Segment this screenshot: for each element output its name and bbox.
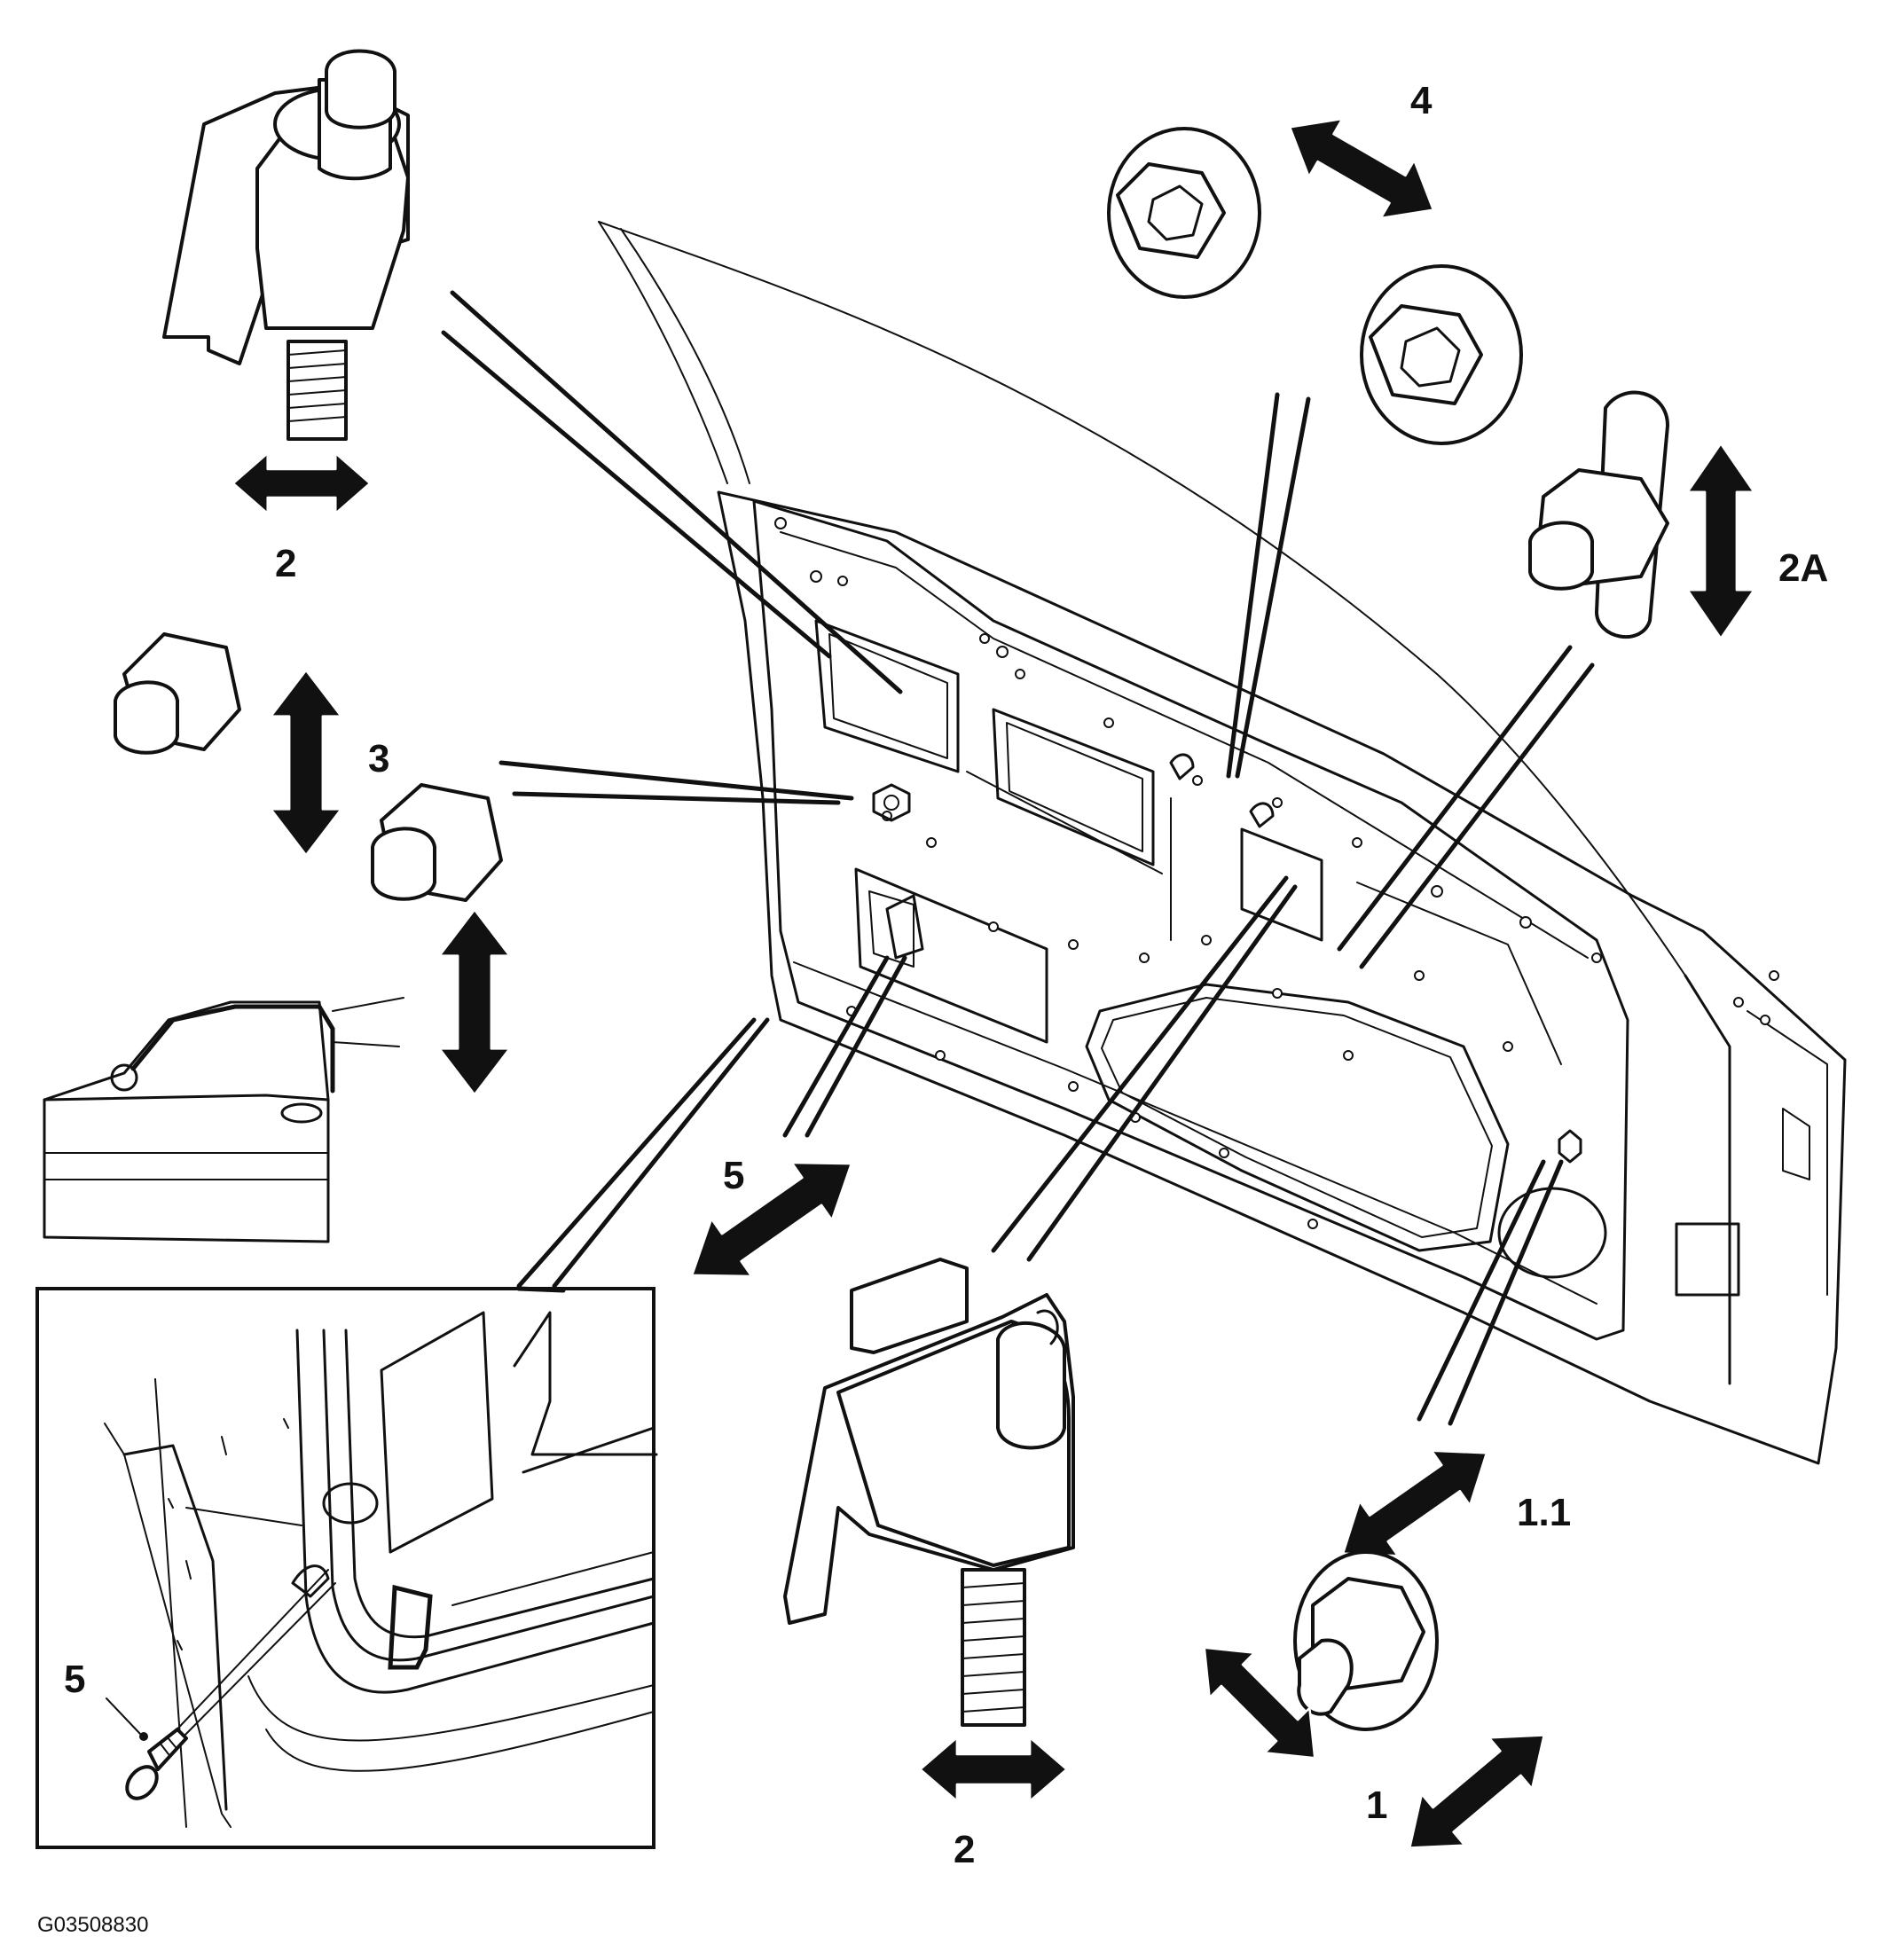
arrow-1-right [1386, 1708, 1567, 1875]
hinge-nut-2a [1528, 390, 1669, 639]
hinge-nut-upper-1 [1107, 127, 1261, 299]
hinge-nut-3-lower [371, 783, 503, 902]
inset-detail: 5 [35, 1287, 658, 1849]
arrow-3 [269, 669, 343, 857]
rotate-arrow-bottom-center [919, 1737, 1068, 1802]
door-nut-lower-right [1558, 1129, 1582, 1164]
inset-leader [516, 1286, 566, 1293]
callout-3: 3 [368, 737, 389, 780]
callout-2a: 2A [1778, 546, 1828, 590]
hinge-nut-3-upper [114, 632, 241, 755]
door-bracket-lower [885, 894, 924, 960]
tool-thread-bottom [961, 1568, 1026, 1727]
arrow-2a [1685, 442, 1756, 640]
door-tabs [1169, 753, 1275, 828]
adjustment-tool-bottom [783, 1258, 1075, 1727]
callout-2-bottom: 2 [954, 1828, 975, 1871]
hinge-nut-upper-2 [1360, 264, 1523, 445]
hinge-nut-1 [1293, 1550, 1439, 1731]
inset-bolt-5 [125, 1728, 188, 1800]
arrow-5-main [670, 1133, 874, 1306]
callout-1-1: 1.1 [1517, 1491, 1571, 1534]
adjustment-tool-top [162, 49, 410, 441]
tool-thread-top [287, 340, 348, 441]
door-side-icon [43, 997, 404, 1243]
callout-5-inset: 5 [64, 1658, 85, 1701]
figure-id: G03508830 [37, 1913, 148, 1937]
callout-2-top: 2 [275, 542, 296, 585]
leader-lines [441, 290, 1595, 1426]
door-panel [598, 221, 1847, 1465]
door-nut-upper-left [872, 783, 911, 822]
callout-5-main: 5 [723, 1154, 744, 1197]
rotate-arrow-top-left [232, 452, 372, 514]
arrow-door-icon [437, 908, 512, 1096]
callout-1: 1 [1366, 1784, 1387, 1827]
callout-4: 4 [1410, 79, 1433, 122]
